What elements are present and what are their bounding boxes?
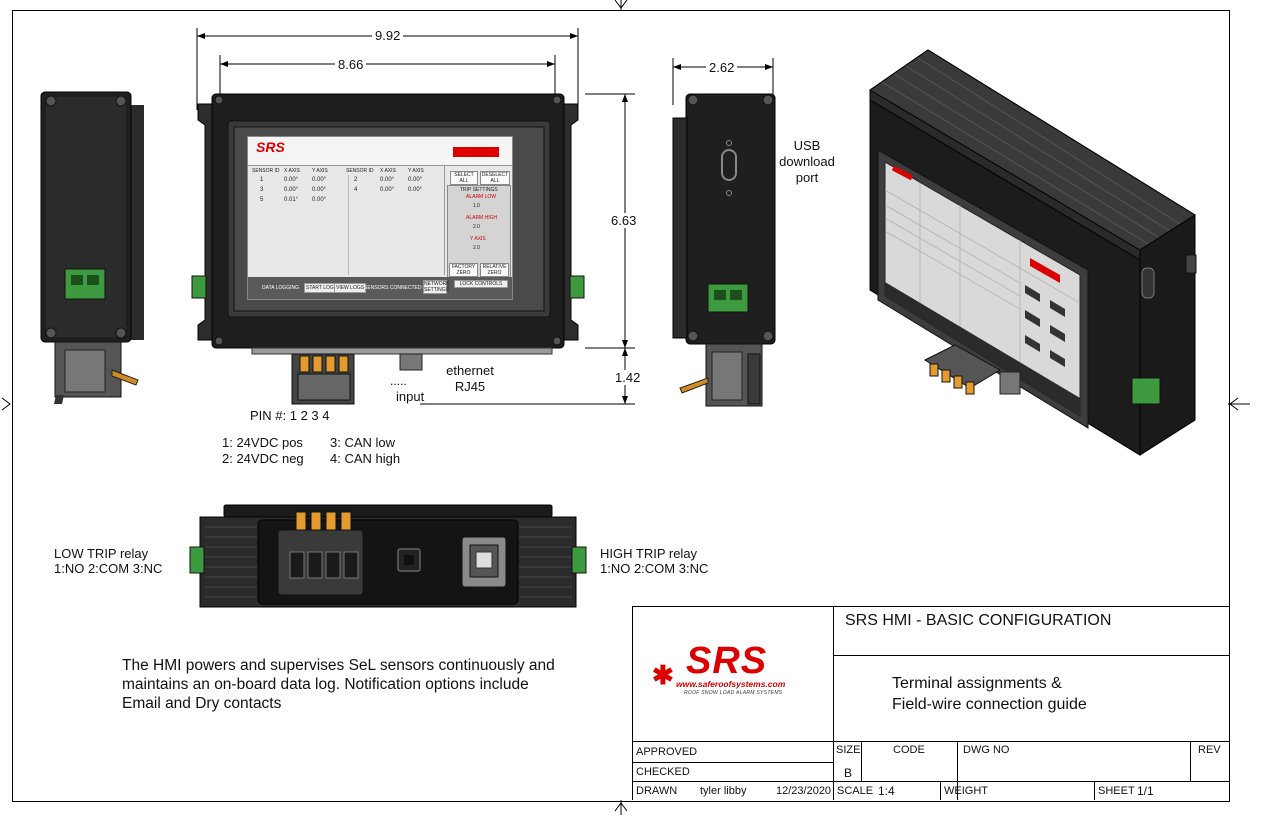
table-cell: 0.00° bbox=[312, 197, 327, 203]
table-row: 1 bbox=[260, 177, 264, 183]
dim-body-width: 8.66 bbox=[335, 57, 367, 72]
logo-star-icon: ✱ bbox=[652, 660, 674, 690]
dwg-no-label: DWG NO bbox=[963, 744, 1010, 756]
drawing-subtitle-2: Field-wire connection guide bbox=[892, 696, 1087, 713]
size-value: B bbox=[844, 766, 853, 780]
description-text: The HMI powers and supervises SeL sensor… bbox=[122, 657, 555, 712]
high-trip-relay-label: HIGH TRIP relay 1:NO 2:COM 3:NC bbox=[600, 546, 709, 576]
pin-1-label: 1: 24VDC pos bbox=[222, 435, 303, 450]
approved-label: APPROVED bbox=[636, 746, 698, 758]
usb-port-label: USB download port bbox=[779, 138, 835, 185]
hmi-header-sensor-id-2: SENSOR ID bbox=[346, 168, 374, 174]
pin-4-label: 4: CAN high bbox=[330, 451, 401, 466]
hmi-header-sensor-id-1: SENSOR ID bbox=[252, 168, 280, 174]
deselect-all-button[interactable]: DESELECT ALL bbox=[480, 171, 510, 185]
view-logs-button[interactable]: VIEW LOGS bbox=[334, 283, 367, 293]
table-row: 3 bbox=[260, 187, 264, 193]
table-row: 5 bbox=[260, 197, 264, 203]
input-dots: ..... bbox=[390, 374, 407, 388]
rev-label: REV bbox=[1198, 744, 1221, 756]
table-cell: 0.00° bbox=[380, 177, 395, 183]
scale-value: 1:4 bbox=[878, 784, 895, 798]
alarm-high-value: 2.0 bbox=[473, 224, 480, 230]
table-cell: 0.00° bbox=[408, 187, 423, 193]
table-cell: 0.00° bbox=[284, 177, 299, 183]
hmi-header-y-axis-1: Y AXIS bbox=[312, 168, 328, 174]
start-log-button[interactable]: START LOG bbox=[304, 283, 336, 293]
hmi-header-x-axis-1: X AXIS bbox=[284, 168, 300, 174]
drawing-title: SRS HMI - BASIC CONFIGURATION bbox=[845, 612, 1112, 629]
pin-3-label: 3: CAN low bbox=[330, 435, 396, 450]
size-label: SIZE bbox=[836, 744, 861, 756]
y-axis-label: Y AXIS bbox=[470, 236, 486, 242]
hmi-alarm-indicator bbox=[453, 147, 499, 157]
table-cell: 0.00° bbox=[284, 187, 299, 193]
weight-label: WEIGHT bbox=[944, 785, 988, 797]
relative-zero-button[interactable]: RELATIVE ZERO bbox=[480, 263, 509, 277]
low-trip-relay-label: LOW TRIP relay 1:NO 2:COM 3:NC bbox=[54, 546, 163, 576]
pin-2-label: 2: 24VDC neg bbox=[222, 451, 304, 466]
table-cell: 0.00° bbox=[312, 177, 327, 183]
sheet-label: SHEET bbox=[1098, 785, 1135, 797]
drawn-label: DRAWN bbox=[636, 785, 678, 797]
lock-controls-button[interactable]: LOCK CONTROLS bbox=[454, 280, 508, 288]
alarm-low-value: 1.0 bbox=[473, 203, 480, 209]
code-label: CODE bbox=[893, 744, 925, 756]
input-label: input bbox=[396, 389, 425, 404]
select-all-button[interactable]: SELECT ALL bbox=[450, 171, 478, 185]
dim-overall-width: 9.92 bbox=[372, 28, 404, 43]
data-logging-label: DATA LOGGING bbox=[262, 285, 300, 291]
y-axis-value: 2.0 bbox=[473, 245, 480, 251]
dim-height: 6.63 bbox=[608, 213, 640, 228]
hmi-logo: SRS bbox=[256, 139, 285, 155]
drawing-subtitle-1: Terminal assignments & bbox=[892, 675, 1062, 692]
dim-depth: 2.62 bbox=[706, 60, 738, 75]
drawn-by: tyler libby bbox=[700, 785, 747, 797]
table-cell: 0.00° bbox=[380, 187, 395, 193]
logo-text: SRS bbox=[686, 640, 768, 682]
hmi-header-y-axis-2: Y AXIS bbox=[408, 168, 424, 174]
table-cell: 0.01° bbox=[284, 197, 299, 203]
factory-zero-button[interactable]: FACTORY ZERO bbox=[449, 263, 478, 277]
table-cell: 4 bbox=[354, 187, 358, 193]
scale-label: SCALE bbox=[837, 785, 874, 797]
sheet-value: 1/1 bbox=[1137, 784, 1154, 798]
hmi-screen: SRS SENSOR ID X AXIS Y AXIS SENSOR ID X … bbox=[247, 136, 513, 300]
checked-label: CHECKED bbox=[636, 766, 690, 778]
hmi-header-x-axis-2: X AXIS bbox=[380, 168, 396, 174]
logo-tagline: ROOF SNOW LOAD ALARM SYSTEMS bbox=[684, 690, 783, 696]
table-cell: 0.00° bbox=[408, 177, 423, 183]
alarm-high-label: ALARM HIGH bbox=[466, 215, 498, 221]
trip-settings-label: TRIP SETTINGS bbox=[460, 187, 498, 193]
pin-numbers-label: PIN #: 1 2 3 4 bbox=[250, 408, 330, 423]
sensors-connected-status: SENSORS CONNECTED: 5 bbox=[364, 285, 428, 291]
logo-url: www.saferoofsystems.com bbox=[676, 679, 786, 689]
dim-connector-height: 1.42 bbox=[612, 370, 644, 385]
table-cell: 2 bbox=[354, 177, 358, 183]
network-settings-button[interactable]: NETWORK SETTINGS bbox=[423, 280, 450, 294]
ethernet-label: ethernet RJ45 bbox=[446, 363, 494, 394]
drawn-date: 12/23/2020 bbox=[776, 785, 832, 797]
table-cell: 0.00° bbox=[312, 187, 327, 193]
alarm-low-label: ALARM LOW bbox=[466, 194, 497, 200]
